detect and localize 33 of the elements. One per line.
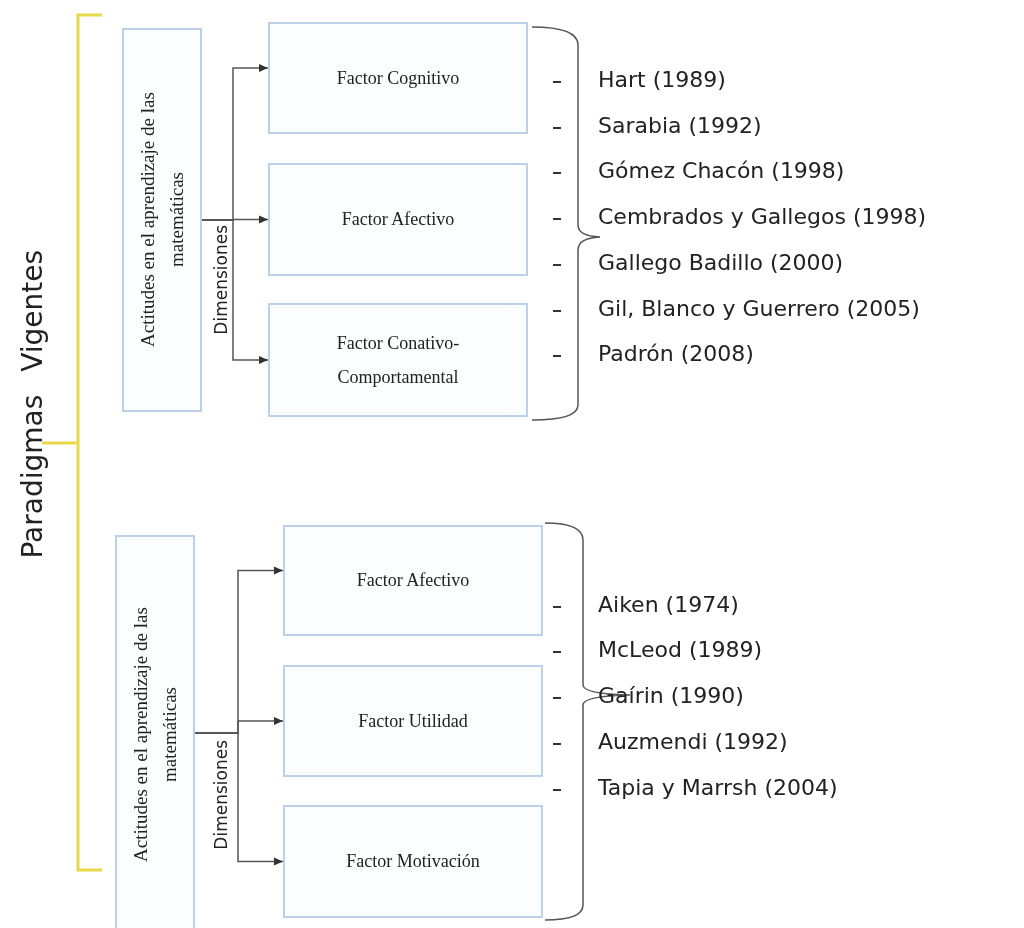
- reference-text: Hart (1989): [598, 67, 726, 92]
- reference-text: McLeod (1989): [598, 637, 763, 662]
- bracket-label: Paradigmas Vigentes: [16, 250, 49, 559]
- process-box: [283, 805, 543, 918]
- box-label: Factor Afectivo: [355, 569, 471, 593]
- box-label: Actitudes en el aprendizaje de las matemáticas: [128, 606, 180, 865]
- process-box: [268, 22, 528, 134]
- reference-text: Gómez Chacón (1998): [598, 158, 845, 183]
- process-box: [115, 535, 195, 928]
- reference-text: Sarabia (1992): [598, 113, 762, 138]
- trunk-label: Dimensiones: [211, 225, 231, 335]
- box-label: Factor Cognitivo: [335, 66, 461, 90]
- box-label: Actitudes en el aprendizaje de las matemáticas: [135, 91, 187, 350]
- reference-text: Cembrados y Gallegos (1998): [598, 204, 927, 229]
- process-box: [283, 525, 543, 636]
- box-label: Factor Motivación: [345, 850, 481, 874]
- reference-text: Tapia y Marrsh (2004): [598, 775, 838, 800]
- trunk-label: Dimensiones: [211, 740, 231, 850]
- arrow: [194, 732, 284, 866]
- reference-text: Gil, Blanco y Guerrero (2005): [598, 296, 920, 321]
- box-label: Factor Utilidad: [357, 709, 469, 733]
- reference-text: Padrón (2008): [598, 341, 754, 366]
- process-box: [283, 665, 543, 777]
- process-box: [268, 303, 528, 417]
- process-box: [122, 28, 202, 412]
- box-label: Factor Afectivo: [340, 208, 456, 232]
- process-box: [268, 163, 528, 276]
- box-label: Factor Conativo- Comportamental: [335, 331, 461, 389]
- reference-text: Aiken (1974): [598, 592, 739, 617]
- arrow: [201, 219, 269, 364]
- reference-text: Auzmendi (1992): [598, 729, 788, 754]
- reference-text: Gallego Badillo (2000): [598, 250, 844, 275]
- reference-text: Gaírin (1990): [598, 683, 744, 708]
